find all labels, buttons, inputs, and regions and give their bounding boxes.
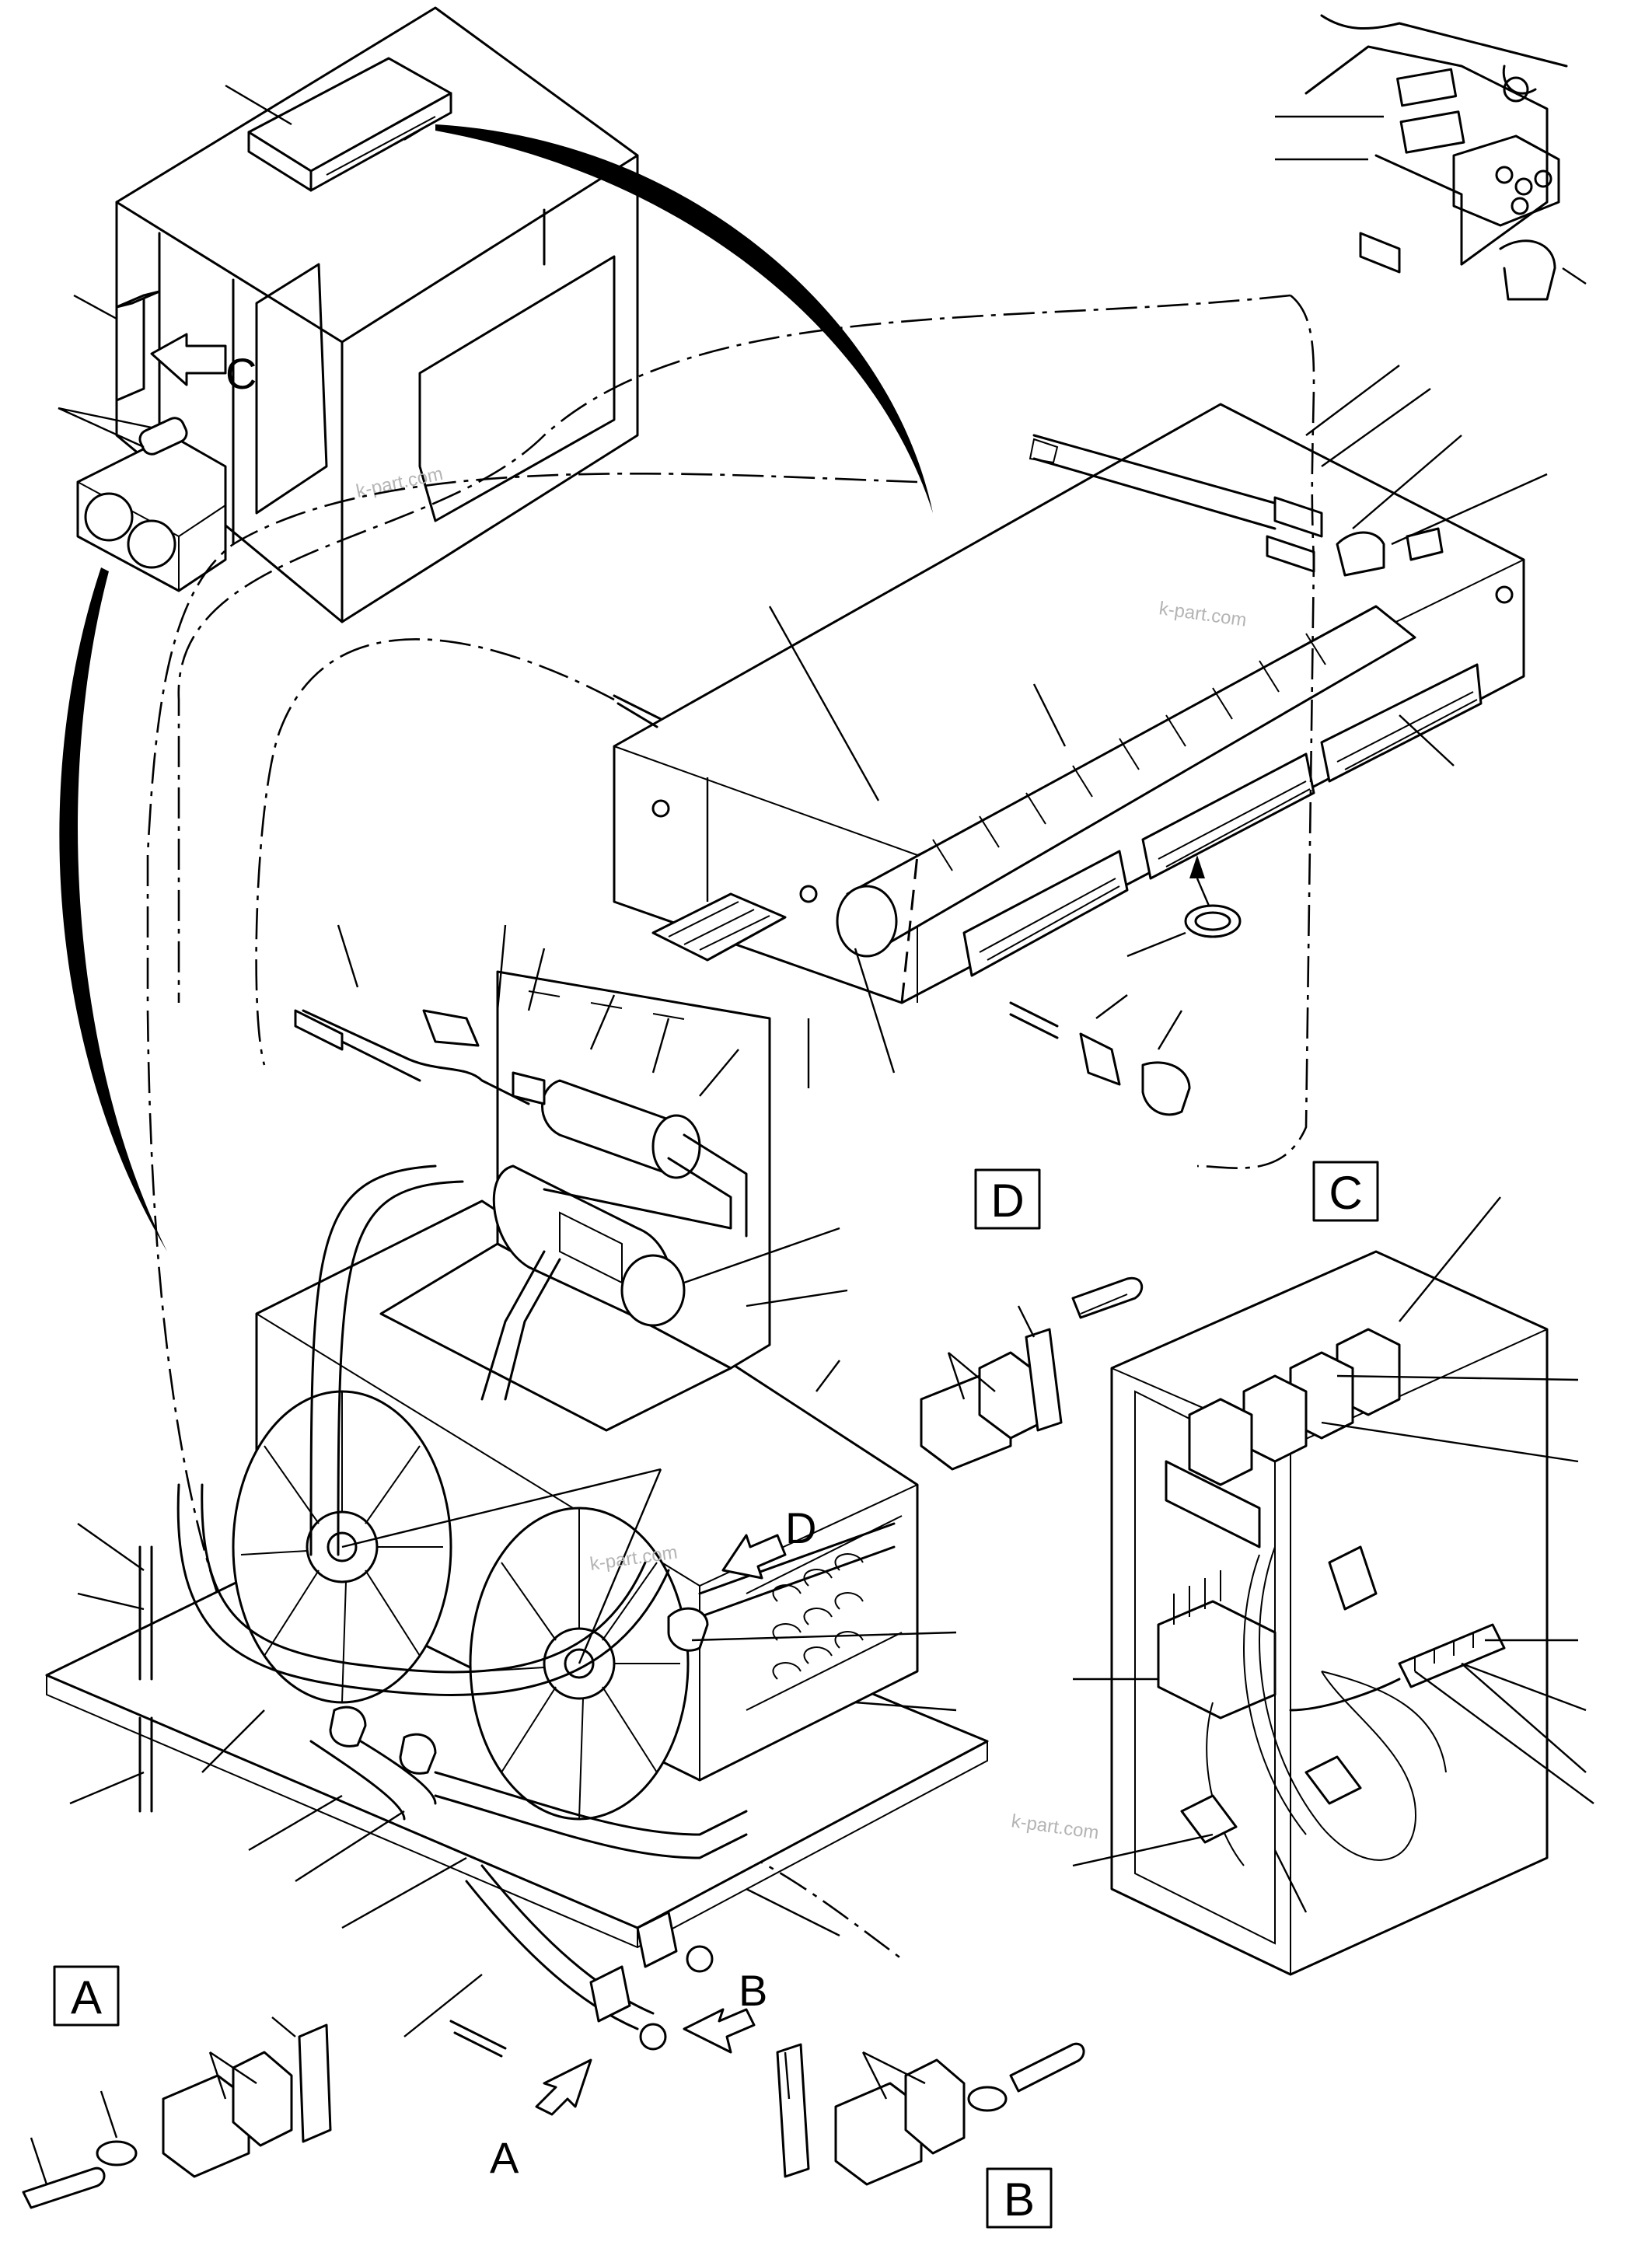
switch-panel xyxy=(58,407,227,592)
condenser-coil xyxy=(746,1515,903,1711)
detail-d-clamp-set xyxy=(920,1276,1144,1471)
detail-box-b: B xyxy=(986,2167,1053,2229)
detail-box-c: C xyxy=(1312,1161,1379,1222)
routing-line xyxy=(177,294,1291,1003)
detail-box-d: D xyxy=(974,1168,1041,1230)
hidden-line xyxy=(900,854,919,1004)
detail-box-c-label: C xyxy=(1329,1167,1362,1219)
detail-box-a: A xyxy=(53,1965,120,2027)
detail-c-relay-box xyxy=(1072,1196,1594,1976)
connector-strip xyxy=(1398,1623,1506,1688)
pipe-clamp-brackets xyxy=(589,1911,714,2051)
view-arrow-b: B xyxy=(683,1966,767,2054)
watermark: k-part.com xyxy=(354,463,445,502)
detail-a-clamp-set xyxy=(22,2016,332,2209)
view-arrow-a-label: A xyxy=(490,2133,519,2182)
condenser-unit: k-part.com k-part.com xyxy=(45,924,1100,2058)
relay-bank xyxy=(1165,1328,1401,1548)
detail-box-b-label: B xyxy=(1004,2173,1035,2226)
view-arrow-c: C xyxy=(150,333,257,398)
air-outlet-vents xyxy=(962,663,1483,977)
view-arrow-c-label: C xyxy=(225,349,257,398)
view-arrow-b-label: B xyxy=(739,1966,767,2015)
side-fuse-box xyxy=(73,290,161,402)
wiring-harness xyxy=(1206,1546,1447,1866)
view-arrow-d: D xyxy=(721,1503,816,1580)
detail-box-a-label: A xyxy=(71,1971,102,2023)
roof-control-unit xyxy=(247,57,452,192)
receiver-drier xyxy=(492,1164,686,1327)
routing-line xyxy=(1196,294,1315,1169)
dashboard-inset xyxy=(1275,14,1587,301)
detail-box-d-label: D xyxy=(990,1175,1024,1227)
view-arrow-d-label: D xyxy=(785,1503,816,1552)
inline-filter xyxy=(541,1079,701,1179)
detail-b-clamp-set xyxy=(776,2042,1085,2186)
evaporator-unit: k-part.com xyxy=(613,365,1548,1116)
view-arrow-a: A xyxy=(490,2058,592,2182)
cab-illustration: C k-part.com xyxy=(58,6,639,623)
routing-line xyxy=(146,472,918,1003)
cab-to-evaporator-arrow xyxy=(435,124,933,513)
cab-to-condenser-arrow xyxy=(59,567,167,1252)
watermark: k-part.com xyxy=(1010,1810,1100,1844)
routing-line xyxy=(255,638,615,1066)
